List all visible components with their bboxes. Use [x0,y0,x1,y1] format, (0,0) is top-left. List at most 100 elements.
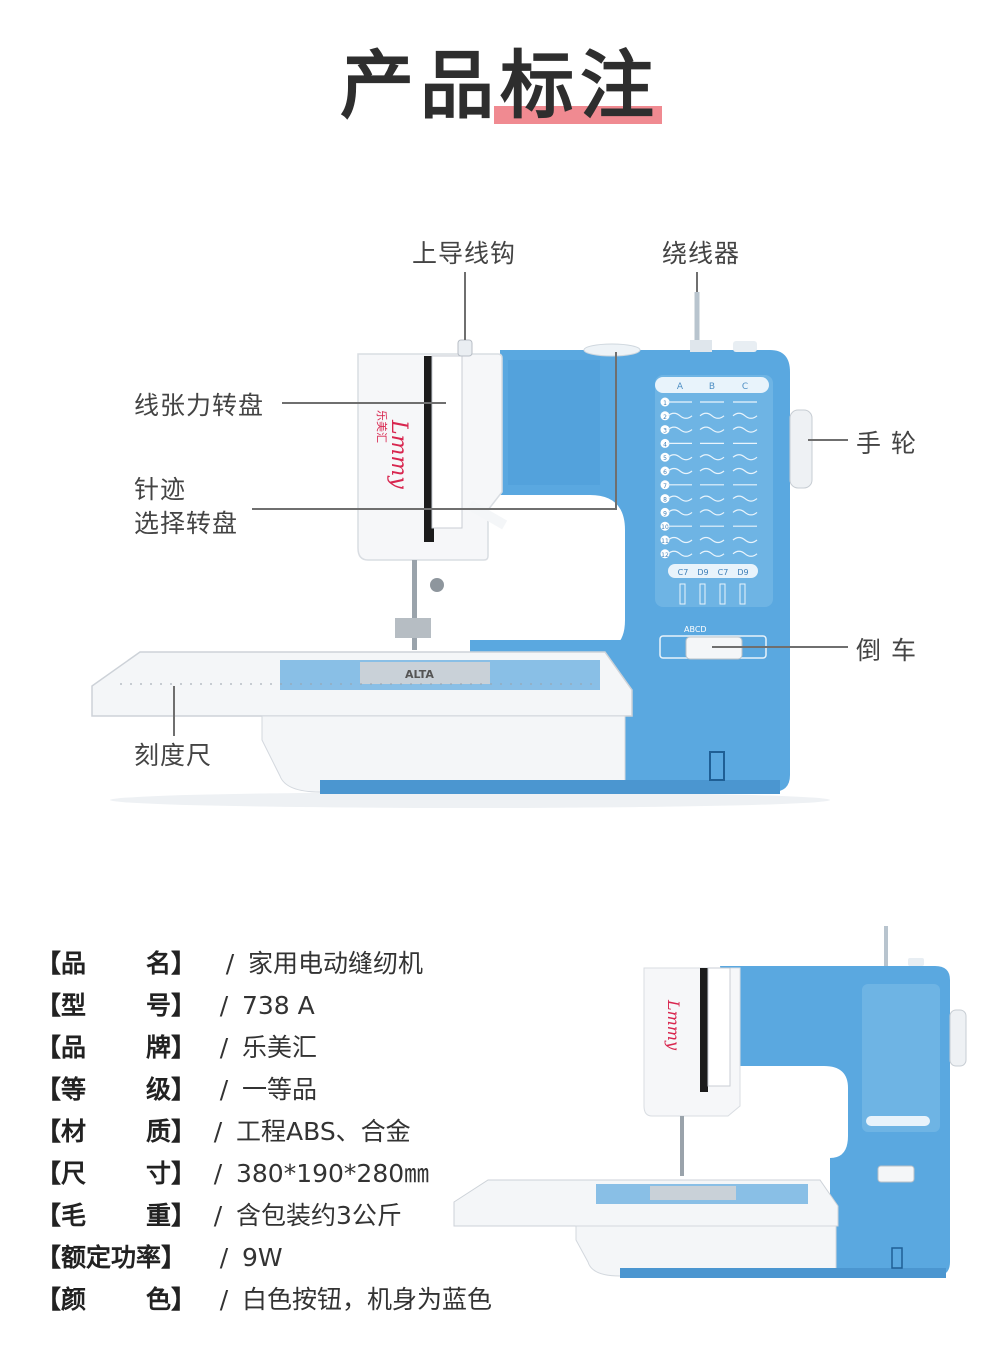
spec-value: 380*190*280㎜ [236,1159,430,1188]
spec-key-right: 寸】 [145,1159,196,1188]
spec-separator: / [213,1159,223,1188]
stitch-number: 6 [663,469,667,476]
thread-slot [424,356,434,542]
slider-labels: ABCD [684,625,707,634]
stitch-number-dot [660,507,670,517]
spec-separator: / [219,1243,229,1272]
small-thread-slot [700,968,708,1092]
stitch-column-label: A [677,382,684,392]
callout-tension-dial: 线张力转盘 [134,391,265,420]
buttonhole-code: C7 [718,568,729,577]
callout-stitch-dial-line2: 选择转盘 [134,509,239,538]
stitch-selector-lever [467,500,508,530]
title-block: 产品标注 [0,38,1000,134]
stitch-panel-header [655,377,769,393]
small-body-blue [620,966,950,1276]
needle-plate [360,662,490,684]
spec-separator: / [213,1117,223,1146]
small-handwheel [949,1009,967,1067]
spec-value: 738 A [242,991,315,1020]
stitch-pattern-glyph [699,454,725,461]
spec-value: 白色按钮，机身为蓝色 [242,1285,493,1314]
small-thread-cover [707,967,731,1087]
spec-value: 家用电动缝纫机 [248,949,424,978]
spec-key-left: 【型 [36,991,87,1020]
stitch-number: 11 [661,538,669,545]
stitch-number: 1 [663,400,667,407]
stitch-number-dot [660,466,670,476]
stitch-number-dot [660,535,670,545]
spec-key-right: 级】 [145,1075,196,1104]
spec-separator: / [219,1033,229,1062]
presser-foot [395,618,431,638]
needle-bar [412,560,417,650]
stitch-panel [655,375,773,607]
stitch-pattern-glyph [667,550,693,557]
stitch-pattern-glyph [732,467,758,475]
stitch-column-label: B [709,382,715,392]
small-machine-base [575,1225,837,1277]
callout-reverse: 倒 车 [856,636,917,665]
stitch-pattern-glyph [699,495,725,502]
stitch-pattern-glyph [732,536,758,544]
stitch-number: 3 [663,428,667,435]
spec-key-right: 色】 [145,1285,196,1314]
spec-value: 工程ABS、合金 [236,1117,411,1146]
stitch-pattern-glyph [699,467,725,475]
buttonhole-code: D9 [697,568,708,577]
stitch-number-dot [660,438,670,448]
small-needle-plate [650,1186,736,1200]
spec-key-right: 质】 [145,1117,196,1146]
stitch-number-dot [660,411,670,421]
small-latch [891,1247,903,1269]
small-buttonhole-bar [866,1116,930,1126]
stitch-pattern-glyph [732,454,758,461]
small-extension-table [453,1179,839,1227]
brand-script: Lmmy [386,419,411,489]
small-base-foot [620,1268,946,1278]
plate-text: ALTA [405,668,434,681]
buttonhole-slot [679,583,686,605]
stitch-number: 7 [663,483,667,490]
stitch-pattern-glyph [667,536,693,544]
spec-separator: / [219,991,229,1020]
small-needle-bar [680,1116,684,1176]
stitch-number: 5 [663,455,667,462]
spec-key-right: 名】 [145,949,196,978]
small-needle-plate-blue [596,1184,808,1204]
spec-key-left: 【额定功率】 [36,1243,187,1272]
handwheel [789,409,813,489]
stitch-pattern-glyph [667,454,693,461]
spec-key-left: 【颜 [36,1285,87,1314]
thread-cover [431,355,463,529]
stitch-number: 10 [661,524,669,531]
base-foot [320,780,780,794]
spec-key-left: 【材 [36,1117,87,1146]
stitch-pattern-glyph [699,536,725,544]
spec-key-right: 牌】 [145,1033,196,1062]
stitch-number: 12 [661,552,669,559]
stitch-number-dot [660,452,670,462]
spec-separator: / [219,1285,229,1314]
buttonhole-code: D9 [737,568,748,577]
stitch-number-dot [660,480,670,490]
brand-cn: 乐美汇 [375,410,388,443]
stitch-column-labels: A B C [677,382,748,392]
spec-value: 含包装约3公斤 [236,1201,402,1230]
stitch-number-dot [660,425,670,435]
small-head-white [643,967,741,1117]
callout-stitch-dial-line1: 针迹 [134,475,187,504]
stitch-pattern-glyph [667,495,693,502]
callout-ruler: 刻度尺 [134,741,213,770]
callout-bobbin-winder: 绕线器 [662,239,741,268]
buttonhole-slot [699,583,706,605]
stitch-pattern-glyph [699,509,725,516]
winder-base [690,340,712,352]
stitch-number-dot [660,521,670,531]
spec-value: 9W [242,1243,283,1272]
stitch-pattern-glyph [732,550,758,557]
stitch-number-dot [660,397,670,407]
stitch-column-label: C [742,382,748,392]
